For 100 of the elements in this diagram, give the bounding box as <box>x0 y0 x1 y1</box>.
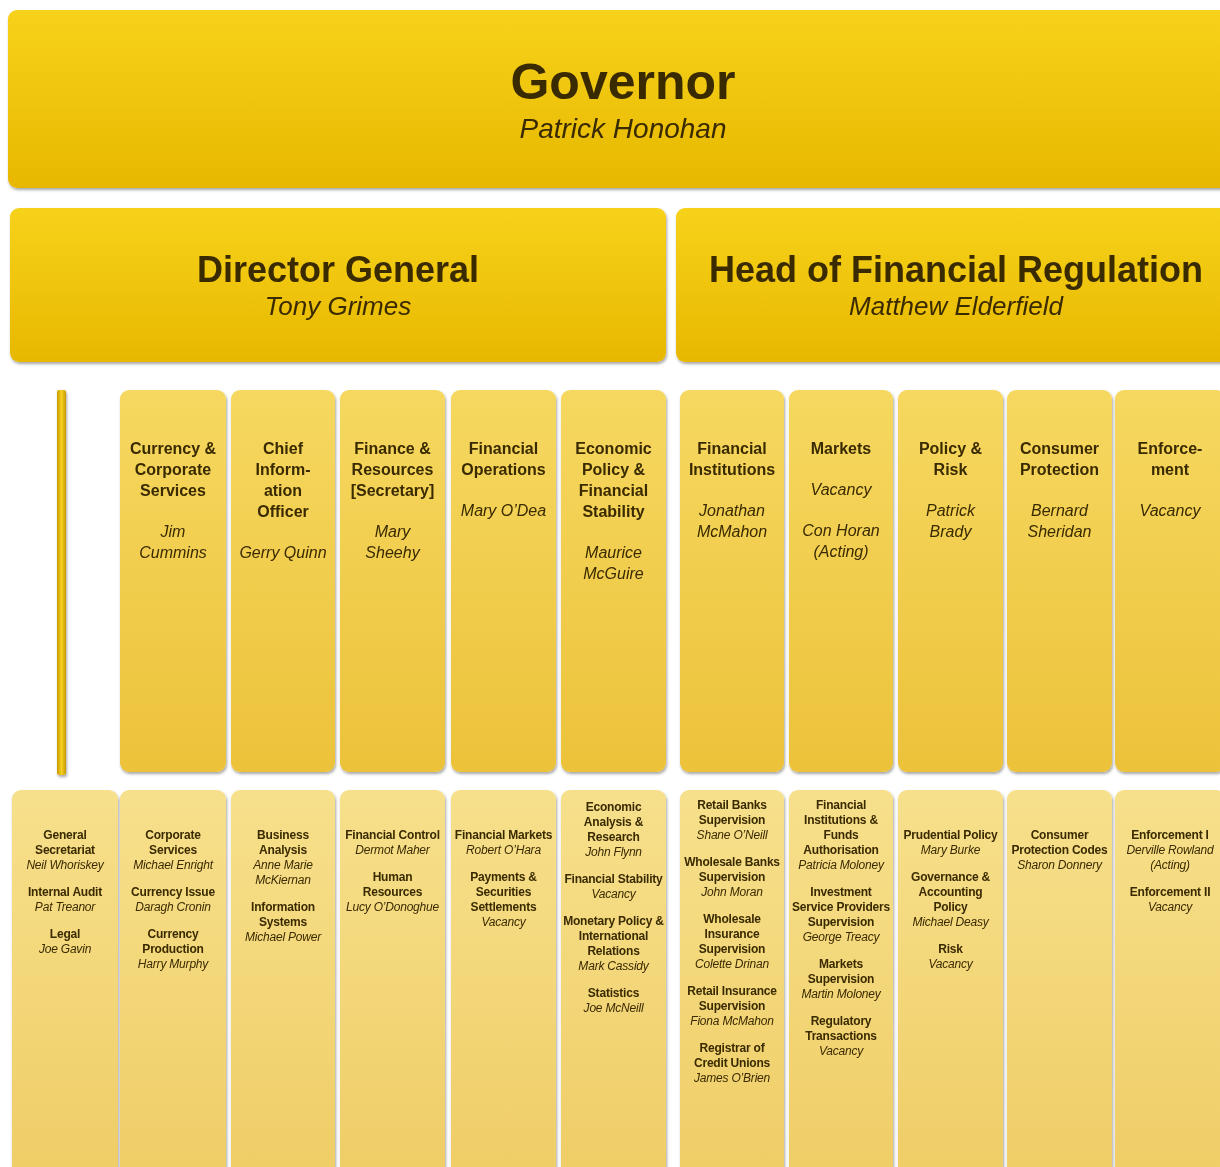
person-name: Neil Whoriskey <box>25 858 105 873</box>
unit-title: Human Resources <box>361 870 424 900</box>
person-name: Patrick Brady <box>925 501 977 542</box>
unit-box <box>1007 790 1112 1167</box>
role-title: Head of Financial Regulation <box>707 248 1205 292</box>
unit-title: General Secretariat <box>34 828 96 858</box>
person-name: Harry Murphy <box>136 957 210 972</box>
person-name: Con Horan (Acting) <box>801 521 881 562</box>
unit-title: Enforcement II <box>1128 885 1212 900</box>
vertical-bar <box>57 390 66 775</box>
unit-box <box>340 790 445 1167</box>
leader-box <box>8 10 1220 188</box>
person-name: James O’Brien <box>692 1071 772 1086</box>
unit-title: Internal Audit <box>26 885 104 900</box>
division-box <box>789 390 893 772</box>
unit-box <box>451 790 556 1167</box>
unit-title: Investment Service Providers Supervision <box>791 885 891 930</box>
unit-title: Wholesale Insurance Supervision <box>697 912 767 957</box>
person-name: Anne Marie McKiernan <box>252 858 314 888</box>
division-title: Finance & Resources [Secretary] <box>349 439 436 501</box>
person-name: Mary Sheehy <box>364 522 422 563</box>
person-name: Lucy O’Donoghue <box>344 900 441 915</box>
unit-title: Business Analysis <box>256 828 310 858</box>
division-box <box>231 390 335 772</box>
division-title: Chief Inform-ation Officer <box>254 439 312 522</box>
unit-box <box>561 790 666 1167</box>
unit-box <box>1115 790 1220 1167</box>
division-title: Financial Institutions <box>687 439 777 480</box>
leader-box <box>10 208 666 362</box>
unit-title: Legal <box>48 927 82 942</box>
division-title: Financial Operations <box>460 439 547 480</box>
unit-title: Financial Institutions & Funds Authorisation <box>802 798 880 858</box>
unit-box <box>12 790 118 1167</box>
unit-title: Markets Supervision <box>806 957 876 987</box>
unit-title: Risk <box>937 942 964 957</box>
person-name: Joe McNeill <box>582 1001 645 1016</box>
leader-box <box>676 208 1220 362</box>
person-name: Daragh Cronin <box>134 900 212 915</box>
division-title: Economic Policy & Financial Stability <box>574 439 653 522</box>
unit-title: Enforcement I <box>1130 828 1210 843</box>
role-title: Director General <box>195 248 481 292</box>
person-name: Michael Deasy <box>911 915 990 930</box>
person-name: John Moran <box>700 885 764 900</box>
person-name: Pat Treanor <box>33 900 97 915</box>
person-name: Mary O’Dea <box>459 501 548 521</box>
person-name: Jim Cummins <box>138 522 208 563</box>
division-title: Consumer Protection <box>1018 439 1101 480</box>
unit-title: Retail Insurance Supervision <box>686 984 778 1014</box>
division-box <box>120 390 226 772</box>
unit-title: Prudential Policy <box>902 828 999 843</box>
unit-box <box>898 790 1003 1167</box>
person-name: Vacancy <box>480 915 527 930</box>
role-title: Governor <box>509 53 737 112</box>
unit-title: Financial Stability <box>563 872 664 887</box>
person-name: Robert O’Hara <box>465 843 542 858</box>
unit-box <box>120 790 226 1167</box>
person-name: Patricia Moloney <box>797 858 886 873</box>
person-name: Vacancy <box>1138 501 1202 521</box>
division-box <box>898 390 1003 772</box>
division-box <box>451 390 556 772</box>
unit-title: Information Systems <box>250 900 316 930</box>
person-name: Gerry Quinn <box>238 543 328 563</box>
person-name: Fiona McMahon <box>689 1014 775 1029</box>
person-name: Shane O’Neill <box>695 828 769 843</box>
person-name: Vacancy <box>817 1044 865 1059</box>
unit-title: Retail Banks Supervision <box>696 798 768 828</box>
person-name: Mary Burke <box>919 843 982 858</box>
person-name: George Treacy <box>801 930 881 945</box>
unit-title: Consumer Protection Codes <box>1010 828 1109 858</box>
unit-title: Wholesale Banks Supervision <box>683 855 781 885</box>
person-name: Tony Grimes <box>263 291 413 323</box>
person-name: John Flynn <box>584 845 643 860</box>
person-name: Michael Enright <box>132 858 215 873</box>
person-name: Michael Power <box>243 930 323 945</box>
division-box <box>340 390 445 772</box>
person-name: Dermot Maher <box>354 843 431 858</box>
unit-box <box>789 790 893 1167</box>
person-name: Joe Gavin <box>37 942 93 957</box>
division-box <box>1007 390 1112 772</box>
unit-title: Economic Analysis & Research <box>582 800 645 845</box>
unit-title: Financial Markets <box>453 828 554 843</box>
unit-title: Regulatory Transactions <box>804 1014 878 1044</box>
division-box <box>680 390 784 772</box>
person-name: Vacancy <box>590 887 637 902</box>
unit-title: Currency Production <box>141 927 205 957</box>
person-name: Patrick Honohan <box>518 112 728 146</box>
division-title: Policy & Risk <box>917 439 984 480</box>
person-name: Vacancy <box>927 957 974 972</box>
person-name: Mark Cassidy <box>577 959 650 974</box>
person-name: Maurice McGuire <box>582 543 645 584</box>
unit-title: Currency Issue <box>130 885 216 900</box>
person-name: Derville Rowland (Acting) <box>1125 843 1215 873</box>
unit-title: Payments & Securities Settlements <box>469 870 538 915</box>
unit-box <box>680 790 784 1167</box>
person-name: Colette Drinan <box>694 957 770 972</box>
unit-title: Monetary Policy & International Relations <box>563 914 664 959</box>
unit-title: Governance & Accounting Policy <box>910 870 991 915</box>
person-name: Matthew Elderfield <box>848 291 1065 323</box>
division-title: Markets <box>809 439 873 459</box>
person-name: Bernard Sheridan <box>1026 501 1093 542</box>
